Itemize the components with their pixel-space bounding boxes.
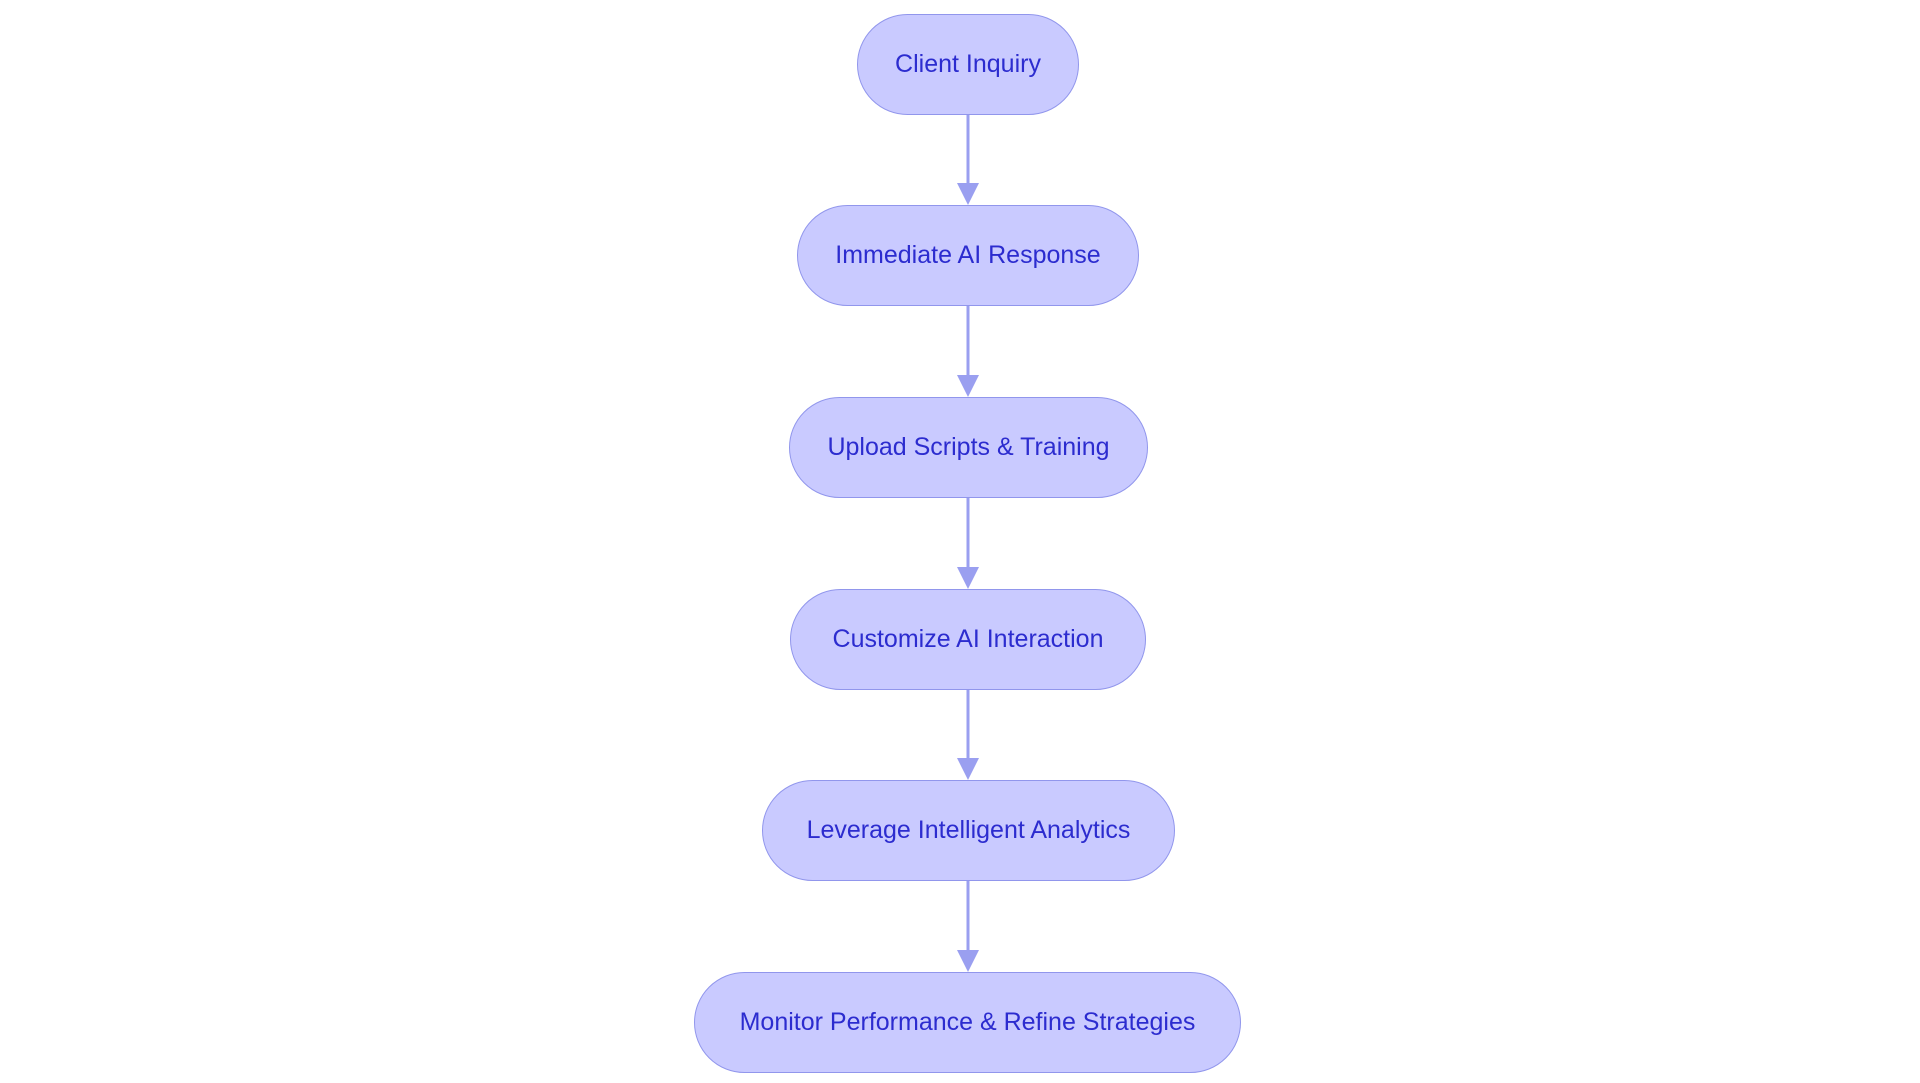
node-label: Immediate AI Response	[835, 241, 1101, 269]
edge-customize-ai-interaction-to-leverage-analytics	[957, 690, 979, 780]
node-label: Leverage Intelligent Analytics	[806, 816, 1131, 844]
edge-client-inquiry-to-immediate-ai-response	[957, 115, 979, 205]
edge-leverage-analytics-to-monitor-performance	[957, 881, 979, 972]
node-customize-ai-interaction: Customize AI Interaction	[790, 589, 1146, 690]
node-upload-scripts-training: Upload Scripts & Training	[789, 397, 1148, 498]
node-label: Upload Scripts & Training	[827, 433, 1110, 461]
node-label: Monitor Performance & Refine Strategies	[739, 1008, 1196, 1036]
node-monitor-performance-refine-strategies: Monitor Performance & Refine Strategies	[694, 972, 1241, 1073]
node-leverage-intelligent-analytics: Leverage Intelligent Analytics	[762, 780, 1175, 881]
edge-upload-scripts-to-customize-ai-interaction	[957, 498, 979, 589]
node-client-inquiry: Client Inquiry	[857, 14, 1079, 115]
node-label: Client Inquiry	[895, 50, 1041, 78]
node-label: Customize AI Interaction	[832, 625, 1104, 653]
node-immediate-ai-response: Immediate AI Response	[797, 205, 1139, 306]
edge-immediate-ai-response-to-upload-scripts	[957, 306, 979, 397]
